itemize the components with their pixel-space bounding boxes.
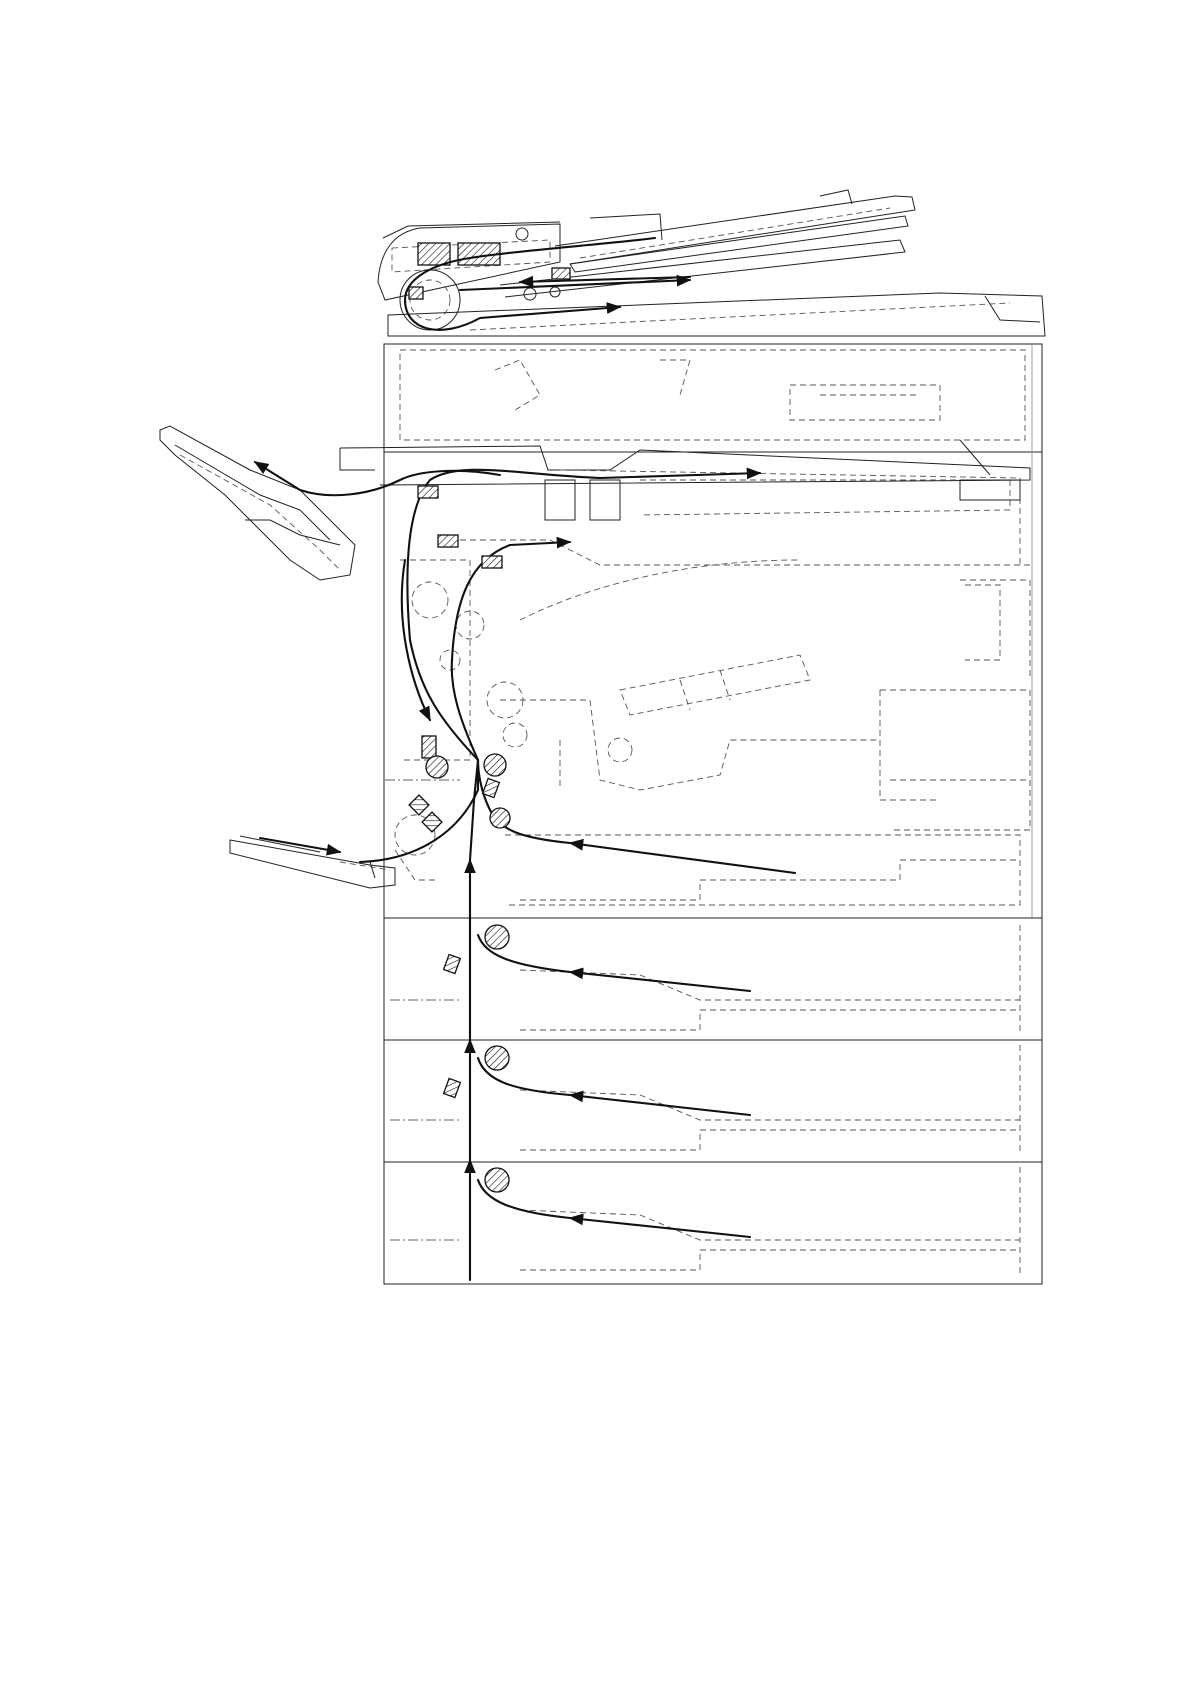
path-mp-tray (260, 838, 340, 852)
external-output-tray (160, 426, 355, 580)
path-cassette-opt1 (570, 1095, 750, 1115)
path-duplex (402, 560, 430, 720)
optional-cassette-1 (384, 1040, 1042, 1162)
path-main-side (570, 843, 795, 873)
optional-cassette-2 (384, 1162, 1042, 1284)
paper-path-arrows (255, 238, 795, 1280)
path-left-exit (255, 462, 500, 495)
rollers-and-sensors (409, 486, 510, 1192)
path-doc-eject (460, 280, 690, 290)
path-cassette-main (570, 972, 750, 991)
path-cassette-opt2 (570, 1218, 750, 1237)
path-inner-exit (452, 542, 570, 760)
main-cassette (384, 918, 1042, 1040)
